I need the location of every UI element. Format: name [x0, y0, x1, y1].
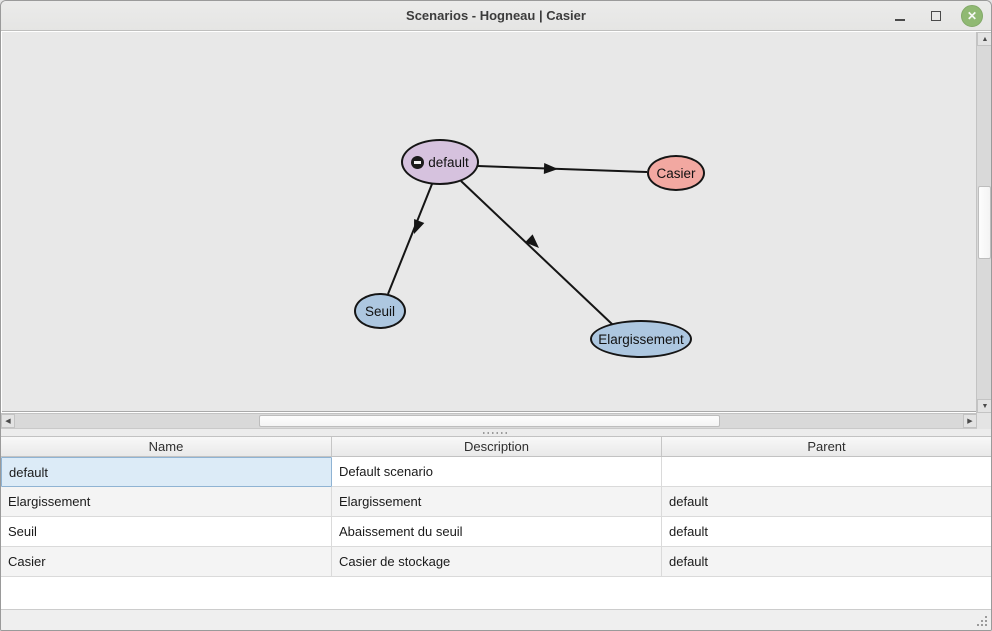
splitter-grip-icon	[483, 431, 509, 434]
minimize-button[interactable]	[889, 5, 911, 27]
maximize-button[interactable]	[925, 5, 947, 27]
column-header-name[interactable]: Name	[1, 437, 332, 456]
close-icon: ✕	[966, 9, 978, 23]
scroll-down-button[interactable]: ▼	[977, 399, 991, 413]
right-arrow-icon: ▶	[967, 417, 973, 425]
cell-parent[interactable]: default	[662, 487, 991, 517]
scrollbar-corner	[977, 413, 991, 429]
horizontal-scrollbar[interactable]: ◀ ▶	[1, 413, 977, 429]
table-row: default Default scenario	[1, 457, 991, 487]
table-row: Seuil Abaissement du seuil default	[1, 517, 991, 547]
cell-description[interactable]: Elargissement	[332, 487, 662, 517]
graph-node-elargissement[interactable]: Elargissement	[590, 320, 692, 358]
minus-circle-icon	[411, 155, 425, 169]
graph-node-seuil[interactable]: Seuil	[354, 293, 406, 329]
node-label: Casier	[656, 165, 696, 181]
down-arrow-icon: ▼	[981, 402, 989, 410]
node-label: Seuil	[364, 303, 396, 319]
horizontal-scrollbar-thumb[interactable]	[259, 415, 720, 427]
scenario-graph-canvas[interactable]: default Casier Seuil Elargissement	[2, 32, 976, 412]
table-row: Casier Casier de stockage default	[1, 547, 991, 577]
graph-node-default[interactable]: default	[401, 139, 479, 185]
scroll-right-button[interactable]: ▶	[963, 414, 977, 428]
vertical-scrollbar[interactable]: ▲ ▼	[976, 32, 991, 413]
graph-edges	[387, 163, 648, 326]
column-header-description[interactable]: Description	[332, 437, 662, 456]
window-title: Scenarios - Hogneau | Casier	[406, 8, 586, 23]
vertical-scrollbar-thumb[interactable]	[978, 186, 991, 259]
panel-splitter[interactable]	[1, 429, 991, 436]
arrowhead-icon	[543, 163, 558, 175]
minimize-icon	[895, 19, 905, 21]
table-row: Elargissement Elargissement default	[1, 487, 991, 517]
scroll-left-button[interactable]: ◀	[1, 414, 15, 428]
arrowhead-icon	[414, 218, 425, 234]
cell-parent[interactable]: default	[662, 547, 991, 577]
node-label: default	[428, 154, 469, 170]
status-bar	[1, 609, 991, 630]
cell-name[interactable]: Elargissement	[1, 487, 332, 517]
column-header-parent[interactable]: Parent	[807, 439, 846, 454]
cell-name[interactable]: default	[1, 457, 332, 487]
cell-description[interactable]: Abaissement du seuil	[332, 517, 662, 547]
cell-parent[interactable]	[662, 457, 991, 487]
cell-name[interactable]: Seuil	[1, 517, 332, 547]
node-label: Elargissement	[598, 331, 684, 347]
scroll-up-button[interactable]: ▲	[977, 32, 991, 46]
table-header: Name Description Parent	[1, 436, 991, 457]
graph-node-casier[interactable]: Casier	[647, 155, 705, 191]
table-empty-area	[1, 577, 991, 609]
arrowhead-icon	[525, 234, 539, 248]
up-arrow-icon: ▲	[981, 35, 989, 43]
resize-grip-icon[interactable]	[977, 616, 979, 618]
maximize-icon	[931, 11, 941, 21]
cell-description[interactable]: Casier de stockage	[332, 547, 662, 577]
window-controls: ✕	[889, 1, 983, 31]
titlebar[interactable]: Scenarios - Hogneau | Casier ✕	[1, 1, 991, 31]
left-arrow-icon: ◀	[5, 417, 11, 425]
close-button[interactable]: ✕	[961, 5, 983, 27]
cell-name[interactable]: Casier	[1, 547, 332, 577]
cell-parent[interactable]: default	[662, 517, 991, 547]
cell-description[interactable]: Default scenario	[332, 457, 662, 487]
